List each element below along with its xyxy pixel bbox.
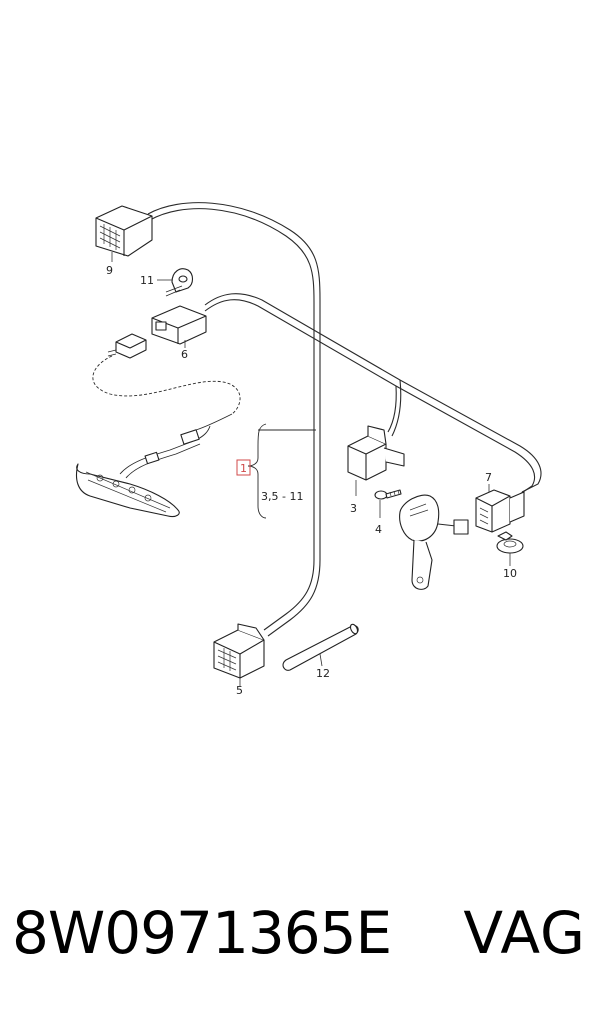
belt-buckle <box>399 494 469 590</box>
connector-6 <box>151 305 207 348</box>
footer: 8W0971365E VAG <box>0 893 600 983</box>
screw-4 <box>374 489 402 518</box>
sleeve-12 <box>282 623 359 671</box>
plug-connector <box>107 333 147 359</box>
connector-9 <box>95 205 153 262</box>
callout-1-box <box>236 459 251 476</box>
clip-10 <box>496 531 524 566</box>
heating-element-mat <box>75 425 211 518</box>
clip-11 <box>157 268 194 297</box>
callout-range: 3,5 - 11 <box>261 490 303 503</box>
bracket-1 <box>236 423 267 519</box>
dashed-wire <box>92 355 241 431</box>
callout-9: 9 <box>106 264 113 277</box>
callout-4: 4 <box>375 523 382 536</box>
callout-12: 12 <box>316 667 330 680</box>
callout-10: 10 <box>503 567 517 580</box>
harness-wires <box>147 202 542 637</box>
connector-3 <box>347 425 405 496</box>
callout-3: 3 <box>350 502 357 515</box>
connector-7 <box>475 484 525 533</box>
callout-6: 6 <box>181 348 188 361</box>
callout-7: 7 <box>485 471 492 484</box>
callout-5: 5 <box>236 684 243 697</box>
connector-5 <box>213 623 265 686</box>
callout-11: 11 <box>140 274 154 287</box>
part-number: 8W0971365E <box>12 899 392 967</box>
callout-1: 1 <box>240 462 247 475</box>
brand-name: VAG <box>463 899 586 967</box>
